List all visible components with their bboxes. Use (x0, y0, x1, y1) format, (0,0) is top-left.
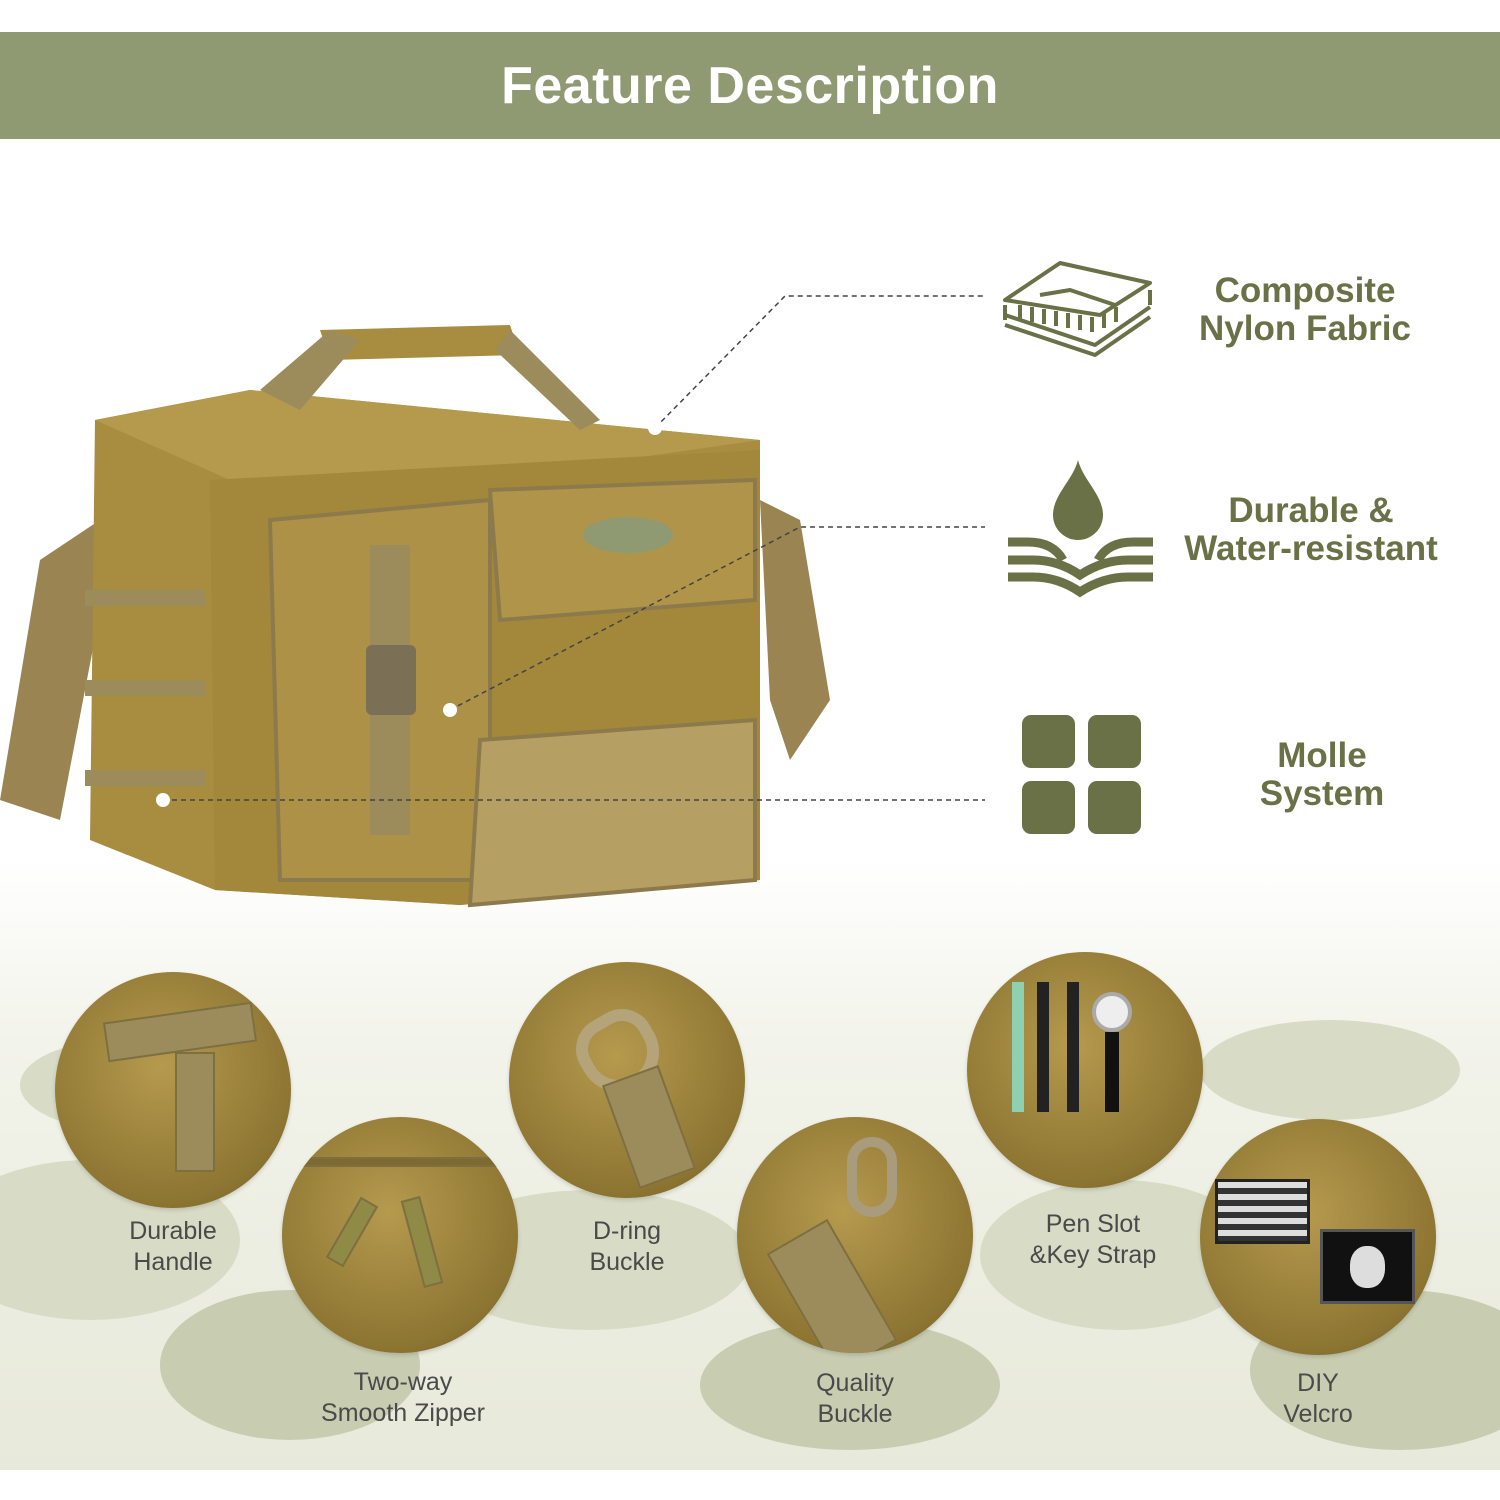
feature-label: Molle System (1259, 736, 1385, 813)
feature-label: Composite Nylon Fabric (1199, 271, 1411, 348)
detail-image-durable-handle (55, 972, 291, 1208)
detail-image-diy-velcro (1200, 1119, 1436, 1355)
feature-molle-system: Molle System (1022, 715, 1412, 835)
detail-image-pen-slot-key-strap (967, 952, 1203, 1188)
feature-composite-nylon: Composite Nylon Fabric (1000, 255, 1425, 365)
leader-lines (163, 295, 985, 801)
detail-label: Quality Buckle (816, 1369, 894, 1428)
detail-image-d-ring-buckle (509, 962, 745, 1198)
feature-water-resistant: Durable & Water-resistant (1008, 460, 1451, 600)
header-banner: Feature Description (0, 32, 1500, 139)
feature-label: Durable & Water-resistant (1184, 491, 1438, 568)
bag-product-image (0, 325, 830, 908)
detail-label: Pen Slot &Key Strap (1029, 1210, 1157, 1269)
us-flag-patch (1215, 1179, 1310, 1244)
detail-label: Durable Handle (129, 1217, 217, 1276)
detail-label: DIY Velcro (1283, 1369, 1353, 1428)
detail-label: Two-way Smooth Zipper (321, 1368, 485, 1427)
detail-image-two-way-zipper (282, 1117, 518, 1353)
water-drop-waves-icon (1008, 460, 1153, 598)
skull-patch (1320, 1229, 1415, 1304)
molle-grid-icon (1022, 715, 1141, 834)
page-title: Feature Description (501, 56, 999, 115)
detail-image-quality-buckle (737, 1117, 973, 1353)
bottom-border (0, 1470, 1500, 1500)
composite-fabric-layers-icon (1003, 261, 1152, 357)
detail-label: D-ring Buckle (589, 1217, 665, 1276)
